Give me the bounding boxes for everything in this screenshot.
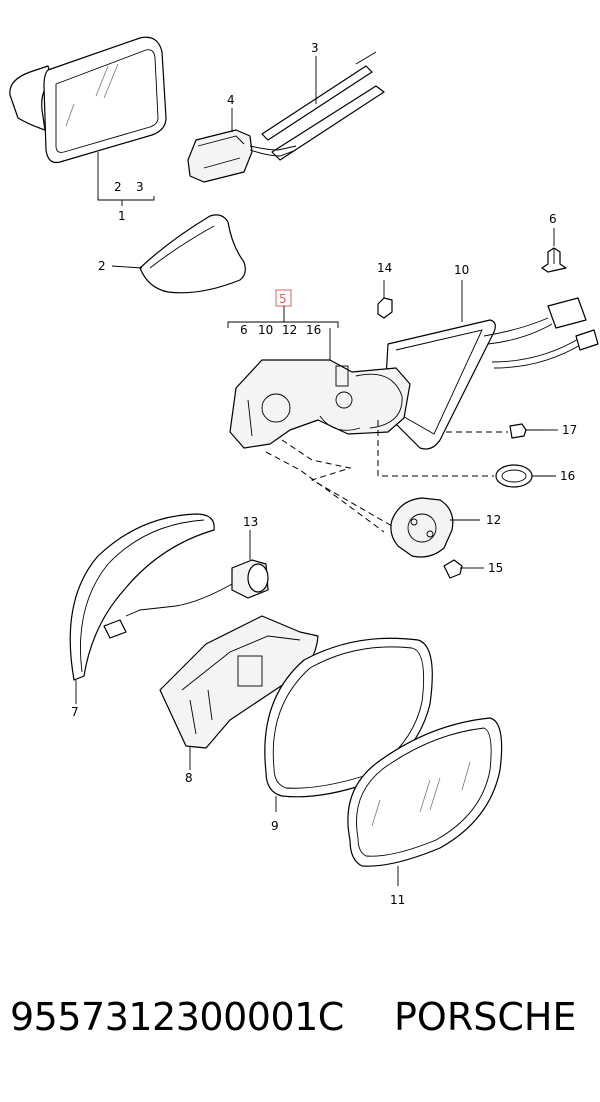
callout-label: 9 — [271, 819, 279, 833]
callout-label: 8 — [185, 771, 193, 785]
callout-label: 14 — [377, 261, 392, 275]
footer: 9557312300001C PORSCHE — [0, 985, 600, 1065]
callout-label: 7 — [71, 705, 79, 719]
highlighted-callout-box[interactable] — [275, 289, 292, 307]
callout-label: 1 — [118, 209, 126, 223]
lower-cover-part[interactable] — [139, 214, 246, 294]
gasket-part[interactable] — [495, 464, 533, 488]
callout-label: 16 — [306, 323, 321, 337]
callout-label: 17 — [562, 423, 577, 437]
screw-part[interactable] — [443, 559, 476, 579]
callout-label: 4 — [227, 93, 235, 107]
callout-label: 10 — [258, 323, 273, 337]
callout-label: 6 — [549, 212, 557, 226]
mirror-assembly-part[interactable] — [9, 36, 167, 164]
adjustment-motor-part[interactable] — [390, 497, 454, 558]
callout-label: 2 — [98, 259, 106, 273]
part-number: 9557312300001C — [10, 995, 344, 1039]
seal-strip-part[interactable] — [261, 51, 385, 161]
callout-label: 12 — [486, 513, 501, 527]
callout-label: 2 — [114, 180, 122, 194]
callout-label: 6 — [240, 323, 248, 337]
mirror-base-part[interactable] — [383, 297, 599, 450]
callout-label: 12 — [282, 323, 297, 337]
callout-label: 10 — [454, 263, 469, 277]
screw-part[interactable] — [509, 423, 544, 439]
clip-part[interactable] — [377, 297, 393, 319]
callout-label: 3 — [311, 41, 319, 55]
highlighted-callout[interactable]: 5 — [279, 292, 287, 306]
callout-label: 15 — [488, 561, 503, 575]
brand-name: PORSCHE — [394, 995, 577, 1039]
callout-label: 16 — [560, 469, 575, 483]
exploded-parts-diagram: 2 3 1 3 4 2 6 5 6 10 12 16 — [9, 36, 599, 907]
callout-label: 13 — [243, 515, 258, 529]
callout-label: 3 — [136, 180, 144, 194]
housing-cover-part[interactable] — [69, 513, 215, 681]
callout-label: 11 — [390, 893, 405, 907]
mirror-motor-part[interactable] — [187, 129, 297, 183]
mirror-glass-part[interactable] — [347, 717, 503, 867]
screw-part[interactable] — [541, 247, 567, 273]
mounting-bracket-part[interactable] — [229, 359, 411, 449]
turn-signal-part[interactable] — [103, 559, 269, 639]
